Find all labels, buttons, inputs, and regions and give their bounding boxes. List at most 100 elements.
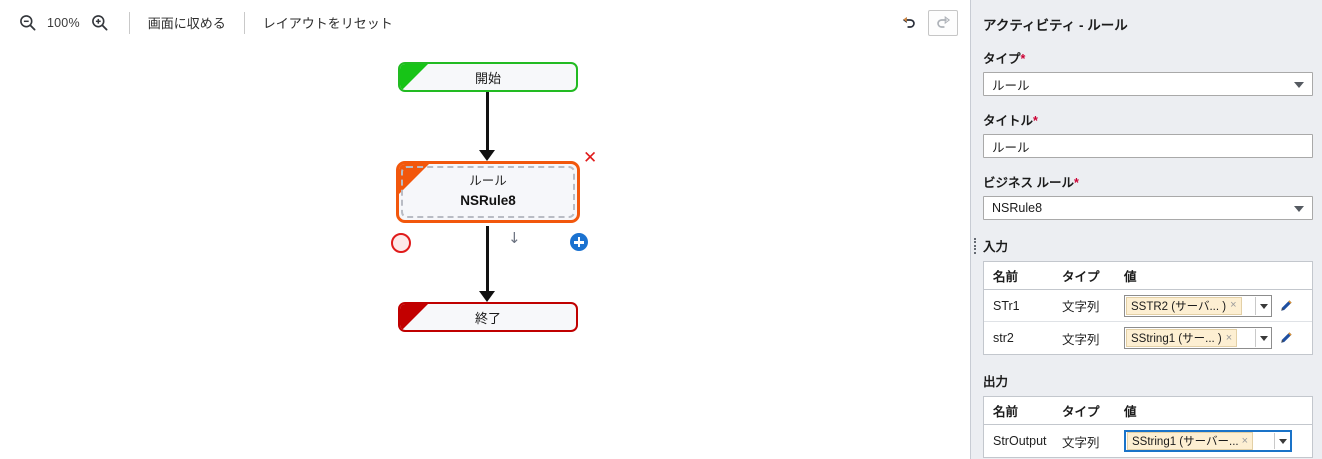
business-rule-label-text: ビジネス ルール — [983, 176, 1074, 190]
table-row[interactable]: StrOutput 文字列 SString1 (サーバー... ) × — [984, 425, 1312, 457]
properties-panel: アクティビティ - ルール タイプ* ルール タイトル* ルール ビジネス ルー… — [970, 0, 1322, 459]
output-section-heading: 出力 — [983, 371, 1322, 390]
column-header-name: 名前 — [993, 270, 1019, 284]
chevron-down-icon[interactable] — [1279, 439, 1287, 444]
node-end[interactable]: 終了 — [398, 302, 578, 332]
type-field-group: タイプ* ルール — [971, 48, 1322, 96]
node-rule-text: ルール NSRule8 — [399, 164, 577, 212]
chevron-down-icon[interactable] — [1260, 303, 1268, 309]
workflow-canvas-pane[interactable]: 100% 画面に収める レイアウトをリセット — [0, 0, 970, 459]
value-chip-text: SString1 (サーバー... ) — [1132, 436, 1238, 448]
clear-icon[interactable]: × — [1225, 331, 1233, 344]
input-value-select[interactable]: SString1 (サー... ) × — [1124, 327, 1272, 349]
business-rule-select[interactable]: NSRule8 — [983, 196, 1313, 220]
toolbar-divider-2 — [243, 11, 245, 34]
title-field-label: タイトル* — [983, 110, 1312, 129]
column-header-name: 名前 — [993, 405, 1019, 419]
table-row[interactable]: STr1 文字列 SSTR2 (サーバ... ) × — [984, 290, 1312, 322]
title-input[interactable]: ルール — [983, 134, 1313, 158]
chevron-down-icon[interactable] — [1260, 336, 1268, 341]
zoom-out-icon[interactable] — [14, 10, 40, 36]
workflow-diagram[interactable]: 開始 ルール NSRule8 ✕ ↓ 終了 — [0, 45, 970, 459]
value-select-divider — [1255, 329, 1256, 347]
input-row-type: 文字列 — [1062, 300, 1100, 314]
type-required-marker: * — [1020, 52, 1026, 66]
input-row-name: str2 — [993, 331, 1014, 345]
start-corner-marker — [400, 64, 428, 90]
toolbar-history-group — [894, 0, 958, 45]
business-rule-required-marker: * — [1073, 176, 1079, 190]
column-header-value: 値 — [1124, 405, 1137, 419]
add-activity-button[interactable] — [570, 233, 588, 251]
node-breakpoint-handle[interactable] — [391, 233, 411, 253]
output-row-type: 文字列 — [1062, 435, 1100, 450]
title-input-value: ルール — [992, 140, 1030, 155]
connector-arrowhead-2 — [479, 291, 495, 302]
node-start[interactable]: 開始 — [398, 62, 578, 92]
column-header-type: タイプ — [1062, 270, 1100, 284]
table-row[interactable]: str2 文字列 SString1 (サー... ) × — [984, 322, 1312, 354]
output-heading-text: 出力 — [983, 375, 1009, 389]
node-start-label: 開始 — [474, 70, 501, 86]
clear-icon[interactable]: × — [1241, 434, 1248, 447]
value-chip-text: SSTR2 (サーバ... ) — [1131, 300, 1227, 313]
output-row-value-cell: SString1 (サーバー... ) × — [1124, 430, 1312, 452]
connector-start-to-rule — [486, 92, 489, 154]
output-parameters-table: 名前 タイプ 値 StrOutput 文字列 SString1 (サーバー...… — [983, 396, 1313, 458]
node-end-label: 終了 — [474, 310, 501, 326]
drag-handle-icon[interactable] — [972, 236, 977, 256]
end-corner-marker — [400, 304, 428, 330]
zoom-in-icon[interactable] — [87, 10, 113, 36]
node-rule-type-label: ルール — [469, 174, 507, 188]
arrow-down-icon: ↓ — [508, 229, 521, 247]
input-heading-text: 入力 — [983, 240, 1009, 254]
connector-rule-to-end — [486, 226, 489, 295]
node-rule-selected[interactable]: ルール NSRule8 — [396, 161, 580, 223]
zoom-level-label: 100% — [47, 15, 80, 30]
node-rule-name-label: NSRule8 — [460, 193, 516, 208]
business-rule-select-value: NSRule8 — [992, 201, 1043, 215]
connector-arrowhead-1 — [479, 150, 495, 161]
table-header-row: 名前 タイプ 値 — [984, 397, 1312, 425]
redo-icon[interactable] — [928, 9, 958, 36]
output-value-select[interactable]: SString1 (サーバー... ) × — [1124, 430, 1292, 452]
input-row-value-cell: SSTR2 (サーバ... ) × — [1124, 294, 1312, 317]
node-delete-button[interactable]: ✕ — [583, 148, 598, 168]
value-chip: SString1 (サー... ) × — [1126, 329, 1238, 347]
chevron-down-icon — [1294, 82, 1304, 88]
value-select-divider — [1255, 296, 1256, 315]
column-header-value: 値 — [1124, 270, 1137, 284]
type-field-label: タイプ* — [983, 48, 1312, 67]
reset-layout-button[interactable]: レイアウトをリセット — [262, 16, 393, 31]
input-row-name: STr1 — [993, 298, 1020, 313]
value-chip: SString1 (サーバー... ) × — [1127, 432, 1253, 450]
fit-to-screen-button[interactable]: 画面に収める — [147, 16, 226, 31]
chevron-down-icon — [1294, 206, 1304, 212]
business-rule-field-label: ビジネス ルール* — [983, 172, 1312, 191]
pencil-icon[interactable] — [1279, 299, 1293, 313]
clear-icon[interactable]: × — [1230, 299, 1237, 311]
value-select-divider — [1274, 433, 1275, 449]
pencil-icon[interactable] — [1279, 331, 1293, 345]
input-value-select[interactable]: SSTR2 (サーバ... ) × — [1124, 294, 1272, 317]
value-chip-text: SString1 (サー... ) — [1131, 333, 1222, 345]
column-header-type: タイプ — [1062, 405, 1100, 419]
input-section-heading: 入力 — [973, 236, 1322, 255]
business-rule-field-group: ビジネス ルール* NSRule8 — [971, 172, 1322, 220]
value-chip: SSTR2 (サーバ... ) × — [1126, 296, 1242, 315]
input-parameters-table: 名前 タイプ 値 STr1 文字列 SSTR2 (サーバ... ) × — [983, 261, 1313, 355]
type-select[interactable]: ルール — [983, 72, 1313, 96]
input-row-type: 文字列 — [1062, 332, 1100, 347]
output-row-name: StrOutput — [993, 434, 1047, 448]
title-field-group: タイトル* ルール — [971, 110, 1322, 158]
rule-corner-marker — [399, 164, 429, 194]
undo-icon[interactable] — [894, 10, 924, 36]
type-label-text: タイプ — [983, 52, 1021, 66]
type-select-value: ルール — [992, 78, 1030, 93]
toolbar-divider-1 — [128, 11, 130, 34]
input-row-value-cell: SString1 (サー... ) × — [1124, 327, 1312, 349]
table-header-row: 名前 タイプ 値 — [984, 262, 1312, 290]
title-label-text: タイトル — [983, 114, 1034, 128]
toolbar-left-group: 100% 画面に収める レイアウトをリセット — [14, 0, 395, 45]
panel-title: アクティビティ - ルール — [983, 18, 1128, 33]
